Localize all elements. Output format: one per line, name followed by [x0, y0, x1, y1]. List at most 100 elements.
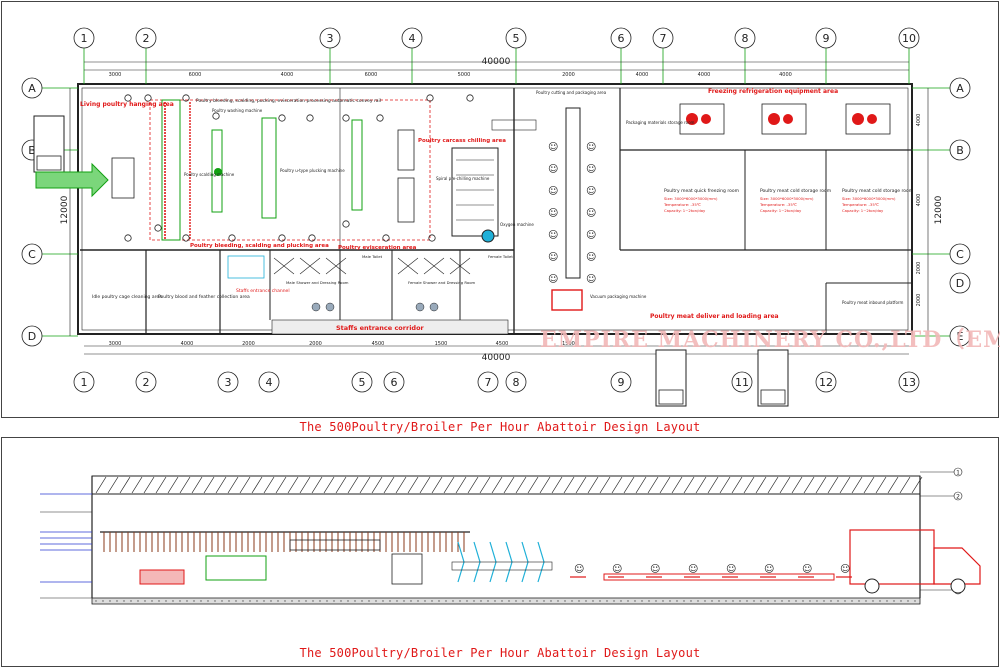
roof-hatch-576: [575, 476, 587, 494]
refrigeration-fan-0: [686, 113, 698, 125]
floor-aggregate-880: [879, 600, 881, 602]
roof-hatch-216: [215, 476, 227, 494]
entrance-corridor: [271, 319, 509, 335]
machine-symbol-4: [182, 94, 190, 102]
dim-top-span-6: 4000: [636, 72, 649, 78]
roof-hatch-876: [875, 476, 887, 494]
worker-icon-r-6: ☺: [586, 274, 596, 285]
elev-chill-tank: [451, 561, 553, 571]
floor-aggregate-775: [774, 600, 776, 602]
roof-hatch-768: [767, 476, 779, 494]
label-evisceration: Poultry evisceration area: [338, 245, 417, 251]
dim-top-span-1: 6000: [189, 72, 202, 78]
dim-bottom-span-2: 2000: [242, 341, 255, 347]
floor-aggregate-250: [249, 600, 251, 602]
roof-hatch-528: [527, 476, 539, 494]
roof-hatch-180: [179, 476, 191, 494]
label-cold-storage-1: Poultry meat cold storage room: [760, 188, 831, 194]
plan-caption: The 500Poultry/Broiler Per Hour Abattoir…: [299, 420, 701, 434]
machine-symbol-2: [144, 94, 152, 102]
floor-aggregate-516: [515, 600, 517, 602]
floor-aggregate-572: [571, 600, 573, 602]
roof-hatch-120: [119, 476, 131, 494]
washer-dot: [214, 168, 222, 176]
roof-hatch-108: [107, 476, 119, 494]
floor-aggregate-481: [480, 600, 482, 602]
worker-icon-4: ☺: [548, 230, 558, 241]
label-chilling: Poultry carcass chilling area: [418, 138, 506, 144]
roof-hatch-636: [635, 476, 647, 494]
floor-aggregate-96: [95, 600, 97, 602]
floor-aggregate-915: [914, 600, 916, 602]
delivery-truck-1: [655, 349, 687, 407]
roof-hatch-828: [827, 476, 839, 494]
worker-icon-3: ☺: [548, 208, 558, 219]
worker-icon-r-4: ☺: [586, 230, 596, 241]
machine-symbol-5: [182, 234, 190, 242]
grid-bubble-top-8: [734, 27, 756, 49]
elev-truck-box: [849, 529, 935, 585]
floor-aggregate-222: [221, 600, 223, 602]
elev-worker-5: ☺: [764, 564, 774, 575]
grid-bubble-right-D-label: D: [956, 277, 964, 290]
dim-top-span-8: 4000: [779, 72, 792, 78]
grid-bubble-top-3-label: 3: [327, 32, 334, 45]
roof-hatch-444: [443, 476, 455, 494]
grid-bubble-right-B-label: B: [956, 144, 964, 157]
washing-machine: [211, 129, 223, 213]
roof-hatch-624: [623, 476, 635, 494]
grid-bubble-left-C-label: C: [28, 248, 36, 261]
floor-aggregate-173: [172, 600, 174, 602]
elev-worker-1: ☺: [612, 564, 622, 575]
dim-overall-top: 40000: [482, 57, 511, 67]
grid-bubble-right-A-label: A: [956, 82, 964, 95]
room-spec-temp-0: Temperature: -35℃: [663, 202, 701, 207]
floor-aggregate-628: [627, 600, 629, 602]
locker-x-3: [397, 257, 419, 275]
worker-icon-6: ☺: [548, 274, 558, 285]
label-scalding-machine: Poultry scalding machine: [184, 172, 235, 177]
floor-aggregate-782: [781, 600, 783, 602]
label-quick-freezing-room: Poultry meat quick freezing room: [664, 188, 739, 194]
roof-hatch-228: [227, 476, 239, 494]
floor-aggregate-439: [438, 600, 440, 602]
grid-bubble-top-7: [652, 27, 674, 49]
locker-x-1: [299, 257, 321, 275]
floor-aggregate-257: [256, 600, 258, 602]
grid-bubble-bottom-7-label: 7: [485, 376, 492, 389]
elev-truck-wheel-2: [950, 578, 966, 594]
elev-worker-6: ☺: [802, 564, 812, 575]
refrigeration-fan2-2: [867, 114, 877, 124]
roof-hatch-900: [899, 476, 911, 494]
label-inbound-platform: Poultry meat inbound platform: [842, 300, 903, 305]
label-deliver-area: Poultry meat deliver and loading area: [650, 313, 779, 320]
dim-top-span-2: 4000: [281, 72, 294, 78]
floor-aggregate-866: [865, 600, 867, 602]
grid-bubble-bottom-5: [351, 371, 373, 393]
locker-x-5: [449, 257, 471, 275]
level-marker-label-2: 2: [956, 494, 960, 501]
roof-hatch-588: [587, 476, 599, 494]
elev-cabinet: [391, 553, 423, 585]
label-male-toilet: Male Toilet: [362, 254, 383, 259]
floor-aggregate-460: [459, 600, 461, 602]
floor-aggregate-299: [298, 600, 300, 602]
grid-bubble-bottom-8-label: 8: [513, 376, 520, 389]
floor-aggregate-803: [802, 600, 804, 602]
cutting-conveyor: [565, 107, 581, 279]
grid-bubble-top-1-label: 1: [81, 32, 88, 45]
grid-bubble-top-9: [815, 27, 837, 49]
roof-hatch-720: [719, 476, 731, 494]
floor-aggregate-404: [403, 600, 405, 602]
room-spec-temp-1: Temperature: -35℃: [759, 202, 797, 207]
machine-symbol-3: [154, 224, 162, 232]
worker-icon-0: ☺: [548, 142, 558, 153]
locker-x-4: [423, 257, 445, 275]
floor-aggregate-789: [788, 600, 790, 602]
floor-aggregate-453: [452, 600, 454, 602]
grid-bubble-bottom-11: [815, 371, 837, 393]
floor-aggregate-565: [564, 600, 566, 602]
living-poultry-truck-cab: [36, 155, 62, 171]
